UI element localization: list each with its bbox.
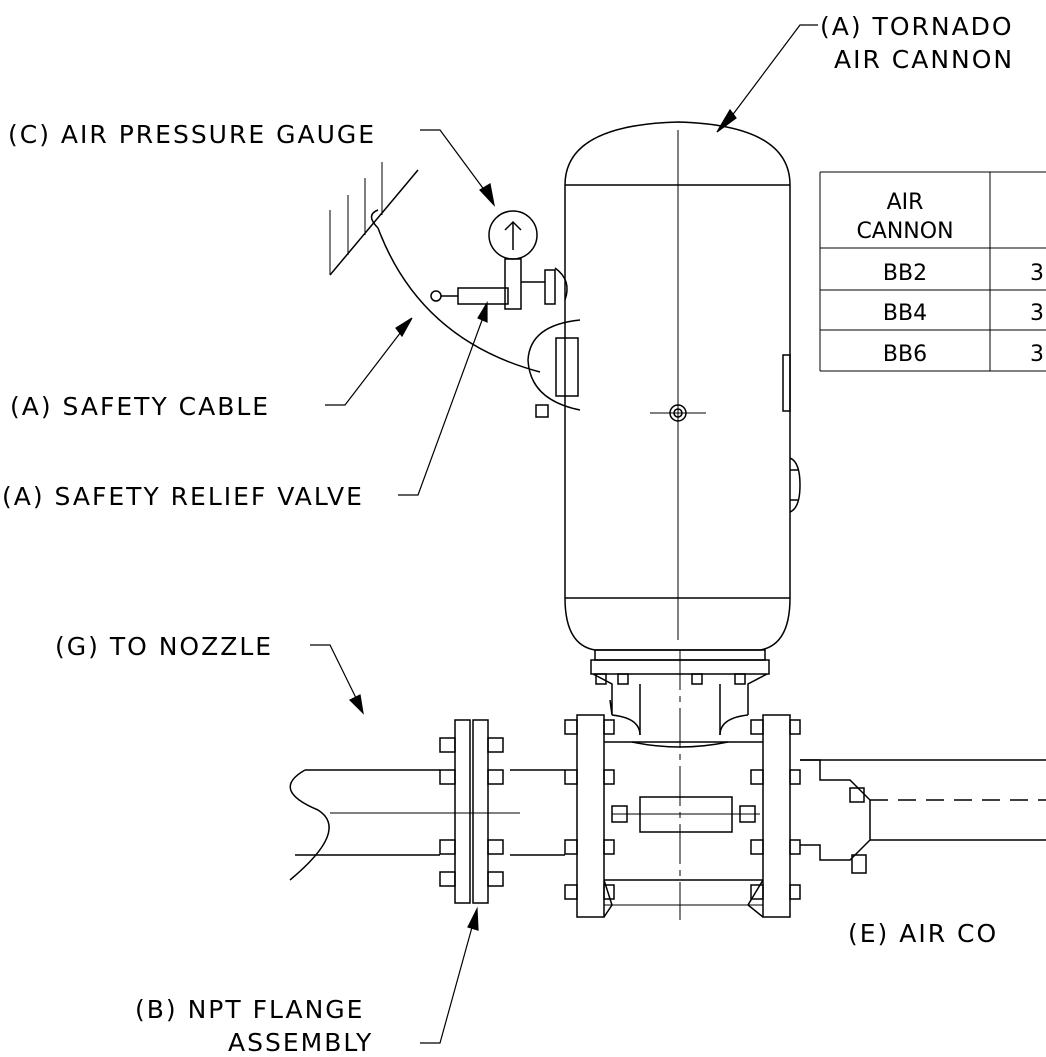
table-row-model: BB4 (883, 301, 927, 326)
label-npt-flange-line2: ASSEMBLY (228, 1028, 373, 1057)
valve-body (564, 650, 801, 920)
table-row-value: 3 (1030, 342, 1044, 367)
label-npt-flange-line1: (B) NPT FLANGE (135, 995, 364, 1024)
wall-hatch (329, 162, 419, 276)
label-safety-cable: (A) SAFETY CABLE (10, 392, 270, 421)
table-row-value: 3 (1030, 301, 1044, 326)
air-cannon-tank (564, 121, 801, 651)
table-header-line1: AIR (887, 190, 924, 215)
table-row-model: BB6 (883, 342, 927, 367)
label-to-nozzle: (G) TO NOZZLE (55, 632, 273, 661)
air-connection-solenoid (800, 759, 1046, 874)
air-cannon-table: AIR CANNON BB2 3 BB4 3 BB6 3 (819, 171, 1046, 372)
label-safety-relief-valve: (A) SAFETY RELIEF VALVE (2, 482, 364, 511)
table-row-model: BB2 (883, 261, 927, 286)
label-air-pressure-gauge: (C) AIR PRESSURE GAUGE (8, 120, 376, 149)
table-row-value: 3 (1030, 261, 1044, 286)
npt-flange-assembly (439, 719, 504, 904)
safety-relief-valve (430, 267, 568, 305)
label-air-connection: (E) AIR CO (848, 919, 998, 948)
label-tornado-air-cannon-line1: (A) TORNADO (820, 12, 1014, 41)
pressure-gauge (488, 210, 545, 310)
label-tornado-air-cannon-line2: AIR CANNON (834, 45, 1014, 74)
table-header-line2: CANNON (856, 219, 953, 244)
pipe-to-nozzle (289, 769, 565, 881)
safety-cable-bracket (370, 209, 581, 418)
leader-lines (310, 24, 818, 1044)
